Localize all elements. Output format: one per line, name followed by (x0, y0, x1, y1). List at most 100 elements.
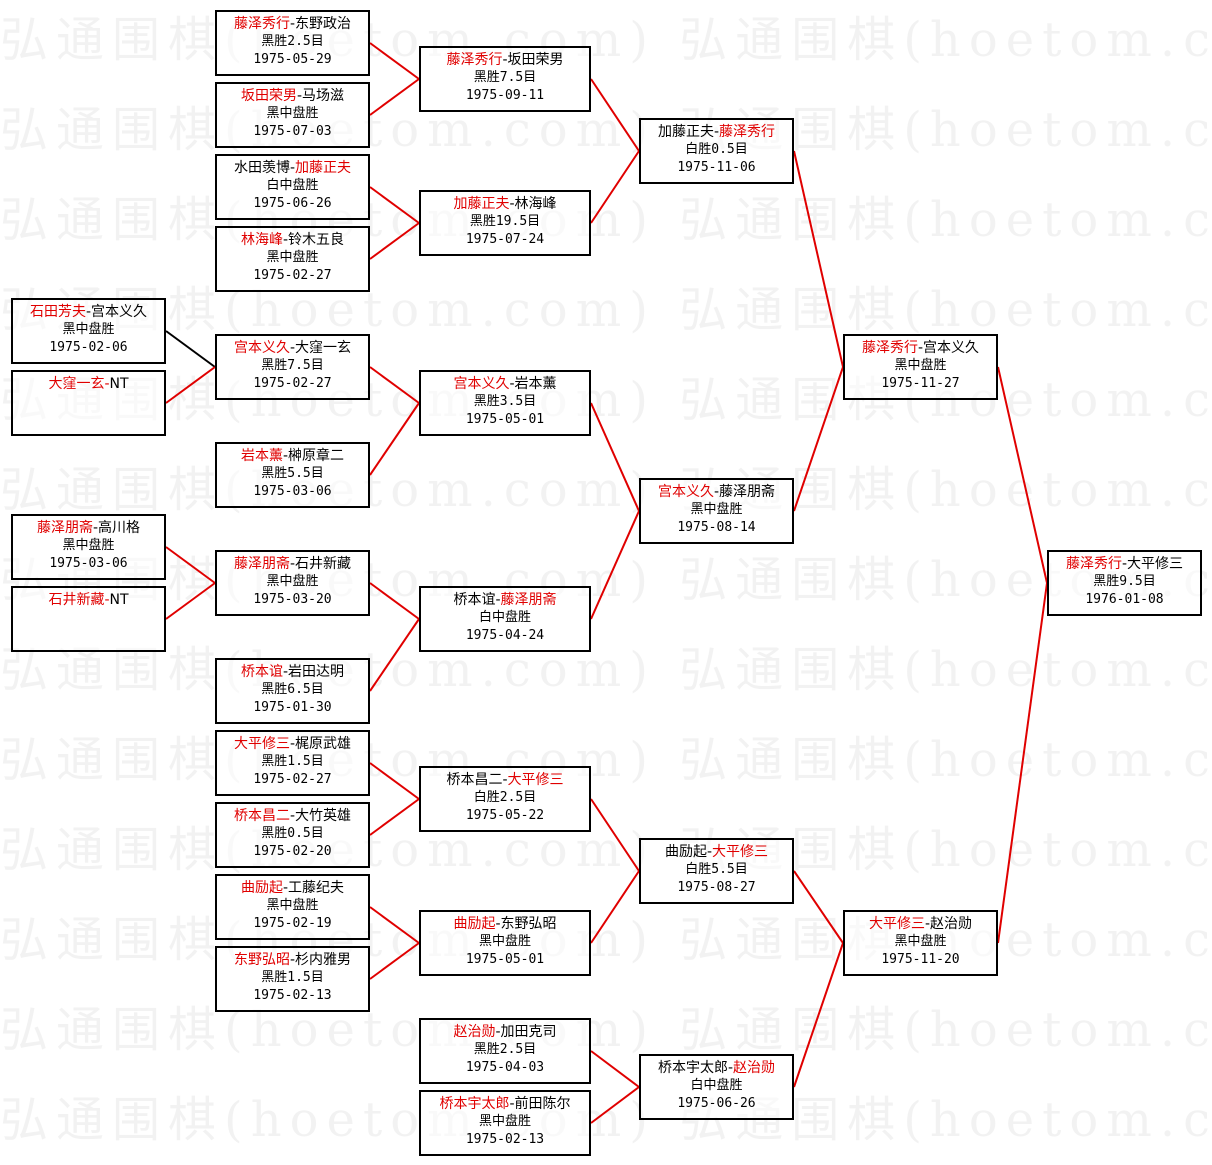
player-1-name[interactable]: 石田芳夫 (29, 304, 86, 320)
player-1-name[interactable]: 藤泽朋斋 (233, 556, 290, 572)
player-2-name[interactable]: 大平修三 (712, 844, 769, 860)
match-players: 桥本谊-藤泽朋斋 (453, 591, 556, 609)
player-2-name[interactable]: 石井新藏 (295, 556, 352, 572)
player-2-name[interactable]: 前田陈尔 (514, 1096, 571, 1112)
player-1-name[interactable]: 东野弘昭 (233, 952, 290, 968)
player-separator: - (289, 736, 296, 752)
player-2-name[interactable]: 东野弘昭 (500, 916, 557, 932)
player-1-name[interactable]: 曲励起 (664, 844, 707, 860)
match-box[interactable]: 大窪一玄-NT (11, 370, 166, 436)
player-1-name[interactable]: 藤泽秀行 (861, 340, 918, 356)
player-1-name[interactable]: 宫本义久 (233, 340, 290, 356)
player-2-name[interactable]: 梶原武雄 (295, 736, 352, 752)
player-2-name[interactable]: 高川格 (98, 520, 141, 536)
match-result: 黑中盘胜 (266, 574, 319, 589)
player-2-name[interactable]: 马场滋 (302, 88, 345, 104)
player-2-name[interactable]: 大竹英雄 (295, 808, 352, 824)
player-2-name[interactable]: 加田克司 (500, 1024, 557, 1040)
player-2-name[interactable]: 藤泽秀行 (719, 124, 776, 140)
match-players: 藤泽秀行-坂田荣男 (446, 51, 563, 69)
player-1-name[interactable]: 曲励起 (453, 916, 496, 932)
player-2-name[interactable]: 工藤纪夫 (288, 880, 345, 896)
player-2-name[interactable]: 宫本义久 (923, 340, 980, 356)
bracket-connector (369, 78, 420, 116)
player-1-name[interactable]: 曲励起 (240, 880, 283, 896)
player-1-name[interactable]: 岩本薰 (240, 448, 283, 464)
player-1-name[interactable]: 桥本昌二 (446, 772, 503, 788)
player-2-name[interactable]: 藤泽朋斋 (500, 592, 557, 608)
player-1-name[interactable]: 大平修三 (233, 736, 290, 752)
player-2-name[interactable]: 坂田荣男 (507, 52, 564, 68)
player-2-name[interactable]: NT (109, 376, 129, 392)
player-2-name[interactable]: 岩田达明 (288, 664, 345, 680)
player-2-name[interactable]: 赵治勋 (733, 1060, 776, 1076)
player-2-name[interactable]: 杉内雅男 (295, 952, 352, 968)
player-1-name[interactable]: 桥本昌二 (233, 808, 290, 824)
player-2-name[interactable]: 大平修三 (1127, 556, 1184, 572)
player-1-name[interactable]: 藤泽朋斋 (36, 520, 93, 536)
match-box[interactable]: 石井新藏-NT (11, 586, 166, 652)
player-1-name[interactable]: 桥本谊 (240, 664, 283, 680)
player-1-name[interactable]: 坂田荣男 (240, 88, 297, 104)
player-1-name[interactable]: 桥本宇太郎 (657, 1060, 728, 1076)
player-2-name[interactable]: 藤泽朋斋 (719, 484, 776, 500)
player-1-name[interactable]: 宫本义久 (453, 376, 510, 392)
player-1-name[interactable]: 加藤正夫 (657, 124, 714, 140)
player-1-name[interactable]: 大平修三 (868, 916, 925, 932)
player-2-name[interactable]: 铃木五良 (288, 232, 345, 248)
player-1-name[interactable]: 水田羡博 (233, 160, 290, 176)
player-2-name[interactable]: 赵治勋 (930, 916, 973, 932)
player-1-name[interactable]: 桥本宇太郎 (439, 1096, 510, 1112)
player-1-name[interactable]: 赵治勋 (453, 1024, 496, 1040)
player-1-name[interactable]: 桥本谊 (453, 592, 496, 608)
player-1-name[interactable]: 宫本义久 (657, 484, 714, 500)
player-2-name[interactable]: 加藤正夫 (295, 160, 352, 176)
player-1-name[interactable]: 藤泽秀行 (233, 16, 290, 32)
player-2-name[interactable]: 东野政治 (295, 16, 352, 32)
player-2-name[interactable]: NT (109, 592, 129, 608)
player-2-name[interactable]: 林海峰 (514, 196, 557, 212)
player-2-name[interactable]: 大平修三 (507, 772, 564, 788)
player-separator: - (104, 592, 110, 608)
player-2-name[interactable]: 宫本义久 (91, 304, 148, 320)
player-1-name[interactable]: 加藤正夫 (453, 196, 510, 212)
player-2-name[interactable]: 大窪一玄 (295, 340, 352, 356)
player-1-name[interactable]: 藤泽秀行 (1065, 556, 1122, 572)
player-2-name[interactable]: 岩本薰 (514, 376, 557, 392)
player-2-name[interactable]: 榊原章二 (288, 448, 345, 464)
player-1-name[interactable]: 石井新藏 (48, 592, 105, 608)
player-1-name[interactable]: 大窪一玄 (48, 376, 105, 392)
match-result: 黑胜19.5目 (469, 214, 541, 229)
player-1-name[interactable]: 藤泽秀行 (446, 52, 503, 68)
player-1-name[interactable]: 林海峰 (240, 232, 283, 248)
